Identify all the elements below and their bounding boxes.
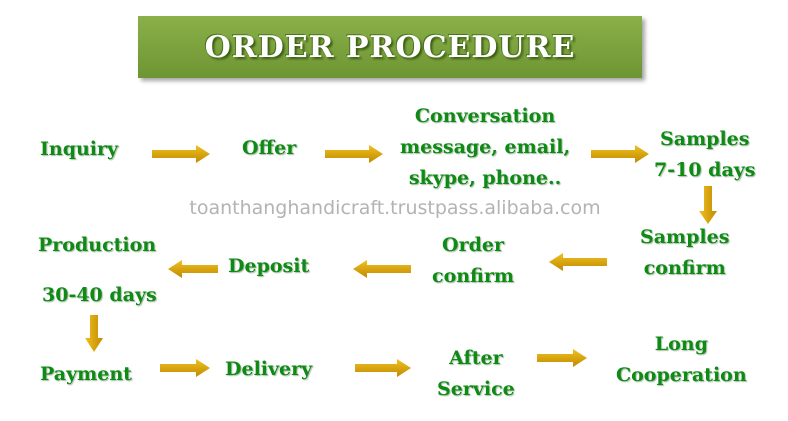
- step-label: Samples: [640, 226, 730, 248]
- step-label: Order: [442, 234, 504, 256]
- step-label: Cooperation: [616, 364, 747, 386]
- step-deposit: Deposit: [228, 251, 309, 282]
- step-offer: Offer: [242, 133, 296, 164]
- page-title: ORDER PROCEDURE: [204, 29, 576, 65]
- step-production: Production: [38, 230, 156, 261]
- step-long-cooperation: Long Cooperation: [616, 329, 747, 391]
- step-label: skype, phone..: [408, 167, 562, 189]
- step-after-service: After Service: [437, 343, 515, 405]
- step-label: confirm: [432, 265, 514, 287]
- step-label: Deposit: [228, 255, 310, 277]
- arrow-offer-conversation: [325, 145, 383, 163]
- arrow-conversation-samples: [591, 145, 649, 163]
- step-conversation: Conversation message, email, skype, phon…: [400, 101, 570, 194]
- arrow-inquiry-offer: [152, 145, 210, 163]
- step-inquiry: Inquiry: [40, 134, 118, 165]
- arrow-afterservice-cooperation: [537, 349, 587, 367]
- arrow-samplesconfirm-orderconfirm: [549, 253, 607, 271]
- watermark: toanthanghandicraft.trustpass.alibaba.co…: [189, 197, 601, 219]
- step-label: Offer: [242, 137, 297, 159]
- step-label: Production: [38, 234, 157, 256]
- step-payment: Payment: [40, 359, 132, 390]
- step-label: After: [449, 347, 503, 369]
- step-production-duration: 30-40 days: [42, 280, 157, 311]
- arrow-payment-delivery: [160, 359, 210, 377]
- step-label: Delivery: [225, 358, 313, 380]
- arrow-samples-confirm: [699, 186, 717, 224]
- arrow-deposit-production: [168, 260, 218, 278]
- step-delivery: Delivery: [225, 354, 312, 385]
- arrow-delivery-afterservice: [355, 359, 411, 377]
- title-banner: ORDER PROCEDURE: [138, 16, 642, 78]
- step-label: 30-40 days: [42, 284, 157, 306]
- step-label: message, email,: [400, 136, 571, 158]
- step-label: Samples: [660, 128, 750, 150]
- step-order-confirm: Order confirm: [432, 230, 514, 292]
- arrow-production-payment: [85, 315, 103, 352]
- step-label: Conversation: [414, 105, 556, 127]
- step-label: Service: [437, 378, 515, 400]
- step-label: confirm: [643, 257, 726, 279]
- step-label: Inquiry: [40, 138, 119, 160]
- step-label: Long: [654, 333, 708, 355]
- step-samples-confirm: Samples confirm: [640, 222, 729, 284]
- step-label: 7-10 days: [654, 159, 756, 181]
- arrow-orderconfirm-deposit: [353, 260, 411, 278]
- step-label: Payment: [40, 363, 132, 385]
- step-samples: Samples 7-10 days: [654, 124, 756, 186]
